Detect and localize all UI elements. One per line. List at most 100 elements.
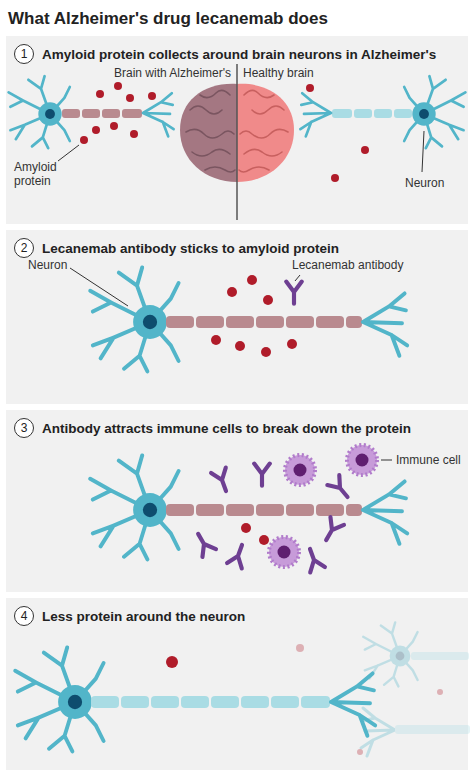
brain-healthy <box>237 84 294 182</box>
amyloid-dot <box>148 92 156 100</box>
neuron-body <box>90 267 178 371</box>
step-number-circle: 1 <box>14 44 34 64</box>
label-box: Neuron <box>28 258 67 272</box>
axon-segment <box>226 504 254 516</box>
brain-folds <box>186 90 235 172</box>
step-number: 3 <box>21 422 28 434</box>
title-box: What Alzheimer's drug lecanemab does <box>8 9 328 29</box>
neuron-body <box>9 76 70 148</box>
axon-segment <box>181 696 209 708</box>
amyloid-dot <box>261 347 271 357</box>
amyloid-dot <box>110 122 118 130</box>
axon-terminal <box>363 293 407 355</box>
axon-segment <box>211 696 239 708</box>
step-number-circle: 4 <box>14 606 34 626</box>
amyloid-dot <box>126 94 134 102</box>
step-number: 1 <box>21 48 28 60</box>
amyloid-dots <box>80 82 369 182</box>
antibody <box>254 464 270 486</box>
step-number: 2 <box>21 242 28 254</box>
title-text: What Alzheimer's drug lecanemab does <box>8 9 328 29</box>
divider-line <box>236 64 238 220</box>
axon-terminal <box>143 93 174 136</box>
immune-cell <box>269 537 299 567</box>
amyloid-dot <box>296 644 304 652</box>
axon <box>332 109 412 118</box>
amyloid-dot <box>166 656 178 668</box>
amyloid-dot <box>331 174 339 182</box>
sick-neuron <box>9 76 174 148</box>
axon-segment <box>166 316 194 328</box>
axon-segment <box>346 504 362 516</box>
amyloid-dot <box>263 295 273 305</box>
callout-label: Brain with Alzheimer's <box>114 66 231 80</box>
callout-label: Healthy brain <box>243 66 314 80</box>
axon-segment <box>394 109 412 118</box>
axon-terminal <box>363 481 407 543</box>
callout-label: Neuron <box>405 176 444 190</box>
step-number-circle: 2 <box>14 238 34 258</box>
amyloid-dot <box>130 130 138 138</box>
axon-terminal <box>300 93 331 136</box>
antibody <box>191 530 216 557</box>
amyloid-dot <box>211 335 221 345</box>
leader-line <box>381 460 392 461</box>
amyloid-dot <box>361 146 369 154</box>
step-heading: Lecanemab antibody sticks to amyloid pro… <box>42 240 339 257</box>
amyloid-dot <box>235 341 245 351</box>
axon-segment <box>411 652 469 660</box>
amyloid-dot <box>247 275 257 285</box>
axon-segment <box>346 316 362 328</box>
axon-segment <box>256 504 284 516</box>
amyloid-dot <box>241 523 251 533</box>
callout-label: Lecanemab antibody <box>292 258 403 272</box>
neuron-body <box>15 647 103 751</box>
callout-label: Amyloid protein <box>14 160 74 188</box>
leader-line <box>295 275 300 281</box>
neuron-body <box>90 455 178 559</box>
axon <box>166 316 362 328</box>
label-box: Healthy brain <box>243 66 314 80</box>
axon <box>62 109 142 118</box>
step-heading: Antibody attracts immune cells to break … <box>42 420 411 437</box>
axon-segment <box>196 504 224 516</box>
amyloid-dot <box>114 82 122 90</box>
immune-cell <box>285 455 315 485</box>
brain-folds <box>239 90 288 172</box>
axon-segment <box>122 109 142 118</box>
leader-line <box>422 131 424 172</box>
amyloid-dots <box>211 275 297 357</box>
step-panel: Less protein around the neuron4 <box>6 598 468 770</box>
axon-segment <box>241 696 269 708</box>
amyloid-dot <box>96 90 104 98</box>
axon-segment <box>226 316 254 328</box>
axon <box>166 504 362 516</box>
axon-segment <box>102 109 120 118</box>
antibody <box>319 517 344 544</box>
axon-segment <box>316 504 344 516</box>
axon-segment <box>374 109 392 118</box>
axon-segment <box>286 316 314 328</box>
axon-segment <box>354 109 372 118</box>
leader-line <box>58 145 79 161</box>
immune-cell <box>347 445 377 475</box>
axon-segment <box>62 109 80 118</box>
leader-line <box>70 268 128 306</box>
amyloid-dot <box>287 339 297 349</box>
antibody <box>227 542 249 568</box>
amyloid-dot <box>306 84 314 92</box>
axon-segment <box>332 109 352 118</box>
label-box: Amyloid protein <box>14 160 74 188</box>
step-heading: Amyloid protein collects around brain ne… <box>42 46 436 63</box>
step-number: 4 <box>21 610 28 622</box>
callout-label: Immune cell <box>396 453 461 467</box>
brain-alzheimers <box>180 84 237 182</box>
healthy-neuron <box>300 76 465 148</box>
amyloid-dot <box>227 287 237 297</box>
axon-segment <box>91 696 119 708</box>
axon-segment <box>82 109 100 118</box>
amyloid-dot <box>92 126 100 134</box>
step-number-circle: 3 <box>14 418 34 438</box>
